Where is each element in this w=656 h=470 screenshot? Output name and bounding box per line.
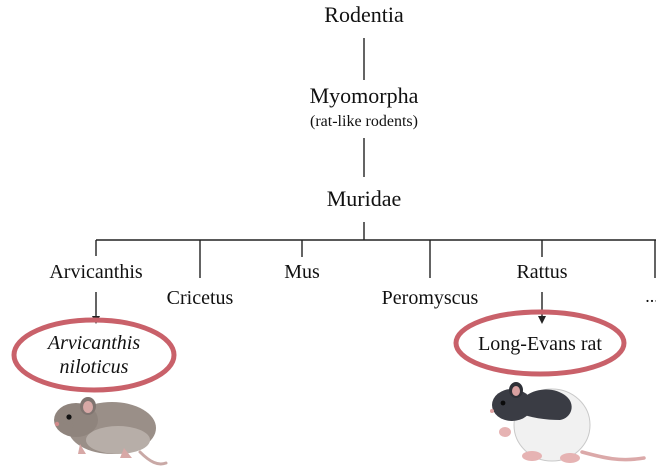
species-label-arvicanthis-line2: niloticus [60, 356, 129, 378]
genus-label-more: ... [645, 286, 656, 306]
genus-label-peromyscus: Peromyscus [382, 287, 479, 309]
rank-suborder-label: Myomorpha [310, 83, 419, 108]
arrow-rattus-head [538, 316, 546, 324]
long-evans-rat-illustration [490, 382, 644, 463]
genus-label-mus: Mus [284, 261, 320, 283]
arvicanthis-niloticus-illustration [54, 397, 166, 464]
genus-label-cricetus: Cricetus [167, 287, 234, 309]
species-label-arvicanthis-line1: Arvicanthis [46, 332, 140, 354]
highlight-ellipse-arvicanthis [14, 320, 174, 390]
species-label-long-evans: Long-Evans rat [478, 333, 602, 355]
genus-label-arvicanthis: Arvicanthis [49, 261, 143, 283]
tree-connectors [96, 38, 656, 318]
rank-family-label: Muridae [327, 186, 402, 211]
rank-suborder-note: (rat-like rodents) [310, 113, 418, 130]
rank-order-label: Rodentia [324, 2, 404, 27]
genus-label-rattus: Rattus [516, 261, 567, 283]
